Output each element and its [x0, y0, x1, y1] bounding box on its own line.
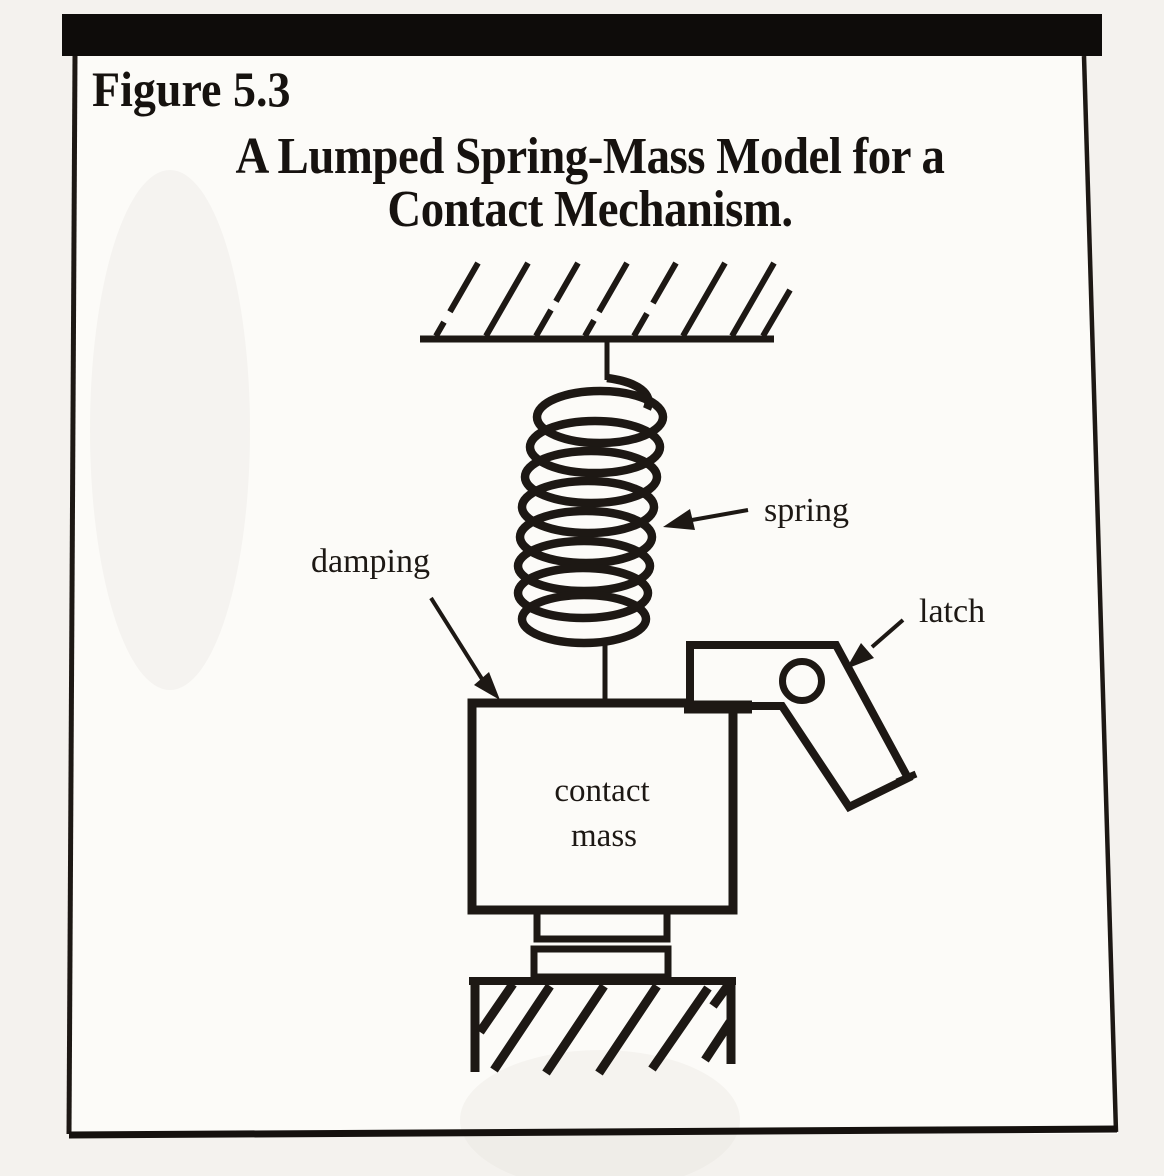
damping-arrowhead: [474, 672, 500, 700]
latch-pivot-circle: [779, 658, 825, 704]
scan-smudge-left: [90, 170, 250, 690]
ceiling-hatch: [433, 261, 793, 338]
figure-title-line2: Contact Mechanism.: [387, 181, 793, 238]
frame-border-right: [1081, 55, 1119, 1133]
figure-number-label: Figure 5.3: [92, 61, 291, 117]
scan-smudge-bottom: [460, 1050, 740, 1176]
latch-label: latch: [919, 593, 985, 630]
latch-annotation: latch: [846, 593, 985, 669]
figure-title-line1: A Lumped Spring-Mass Model for a: [235, 128, 945, 185]
damping-label: damping: [311, 543, 430, 580]
fixed-support: [420, 261, 793, 343]
spring-annotation: spring: [663, 492, 849, 530]
spring-coil: [513, 373, 668, 648]
ground-hatch: [476, 981, 734, 1076]
damping-arrow-line: [429, 596, 484, 681]
figure-header-bar: [62, 14, 1102, 56]
frame-border-bottom: [68, 1125, 1118, 1139]
latch-assembly: [684, 641, 918, 813]
contact-mass-label-line1: contact: [554, 773, 649, 809]
damping-annotation: damping: [311, 543, 500, 700]
spring-arrowhead: [663, 509, 695, 530]
latch-tip-stroke: [895, 770, 918, 786]
latch-arrowhead: [846, 643, 874, 669]
frame-border-left: [66, 55, 78, 1135]
contact-mass-label-line2: mass: [571, 818, 637, 854]
latch-arrow-line: [870, 618, 905, 649]
contact-pad-upper: [533, 907, 671, 943]
spring-label: spring: [764, 492, 849, 529]
ground-block: [469, 977, 736, 1076]
spring-arrow-line: [691, 508, 749, 522]
figure-title: A Lumped Spring-Mass Model for a Contact…: [203, 130, 977, 236]
